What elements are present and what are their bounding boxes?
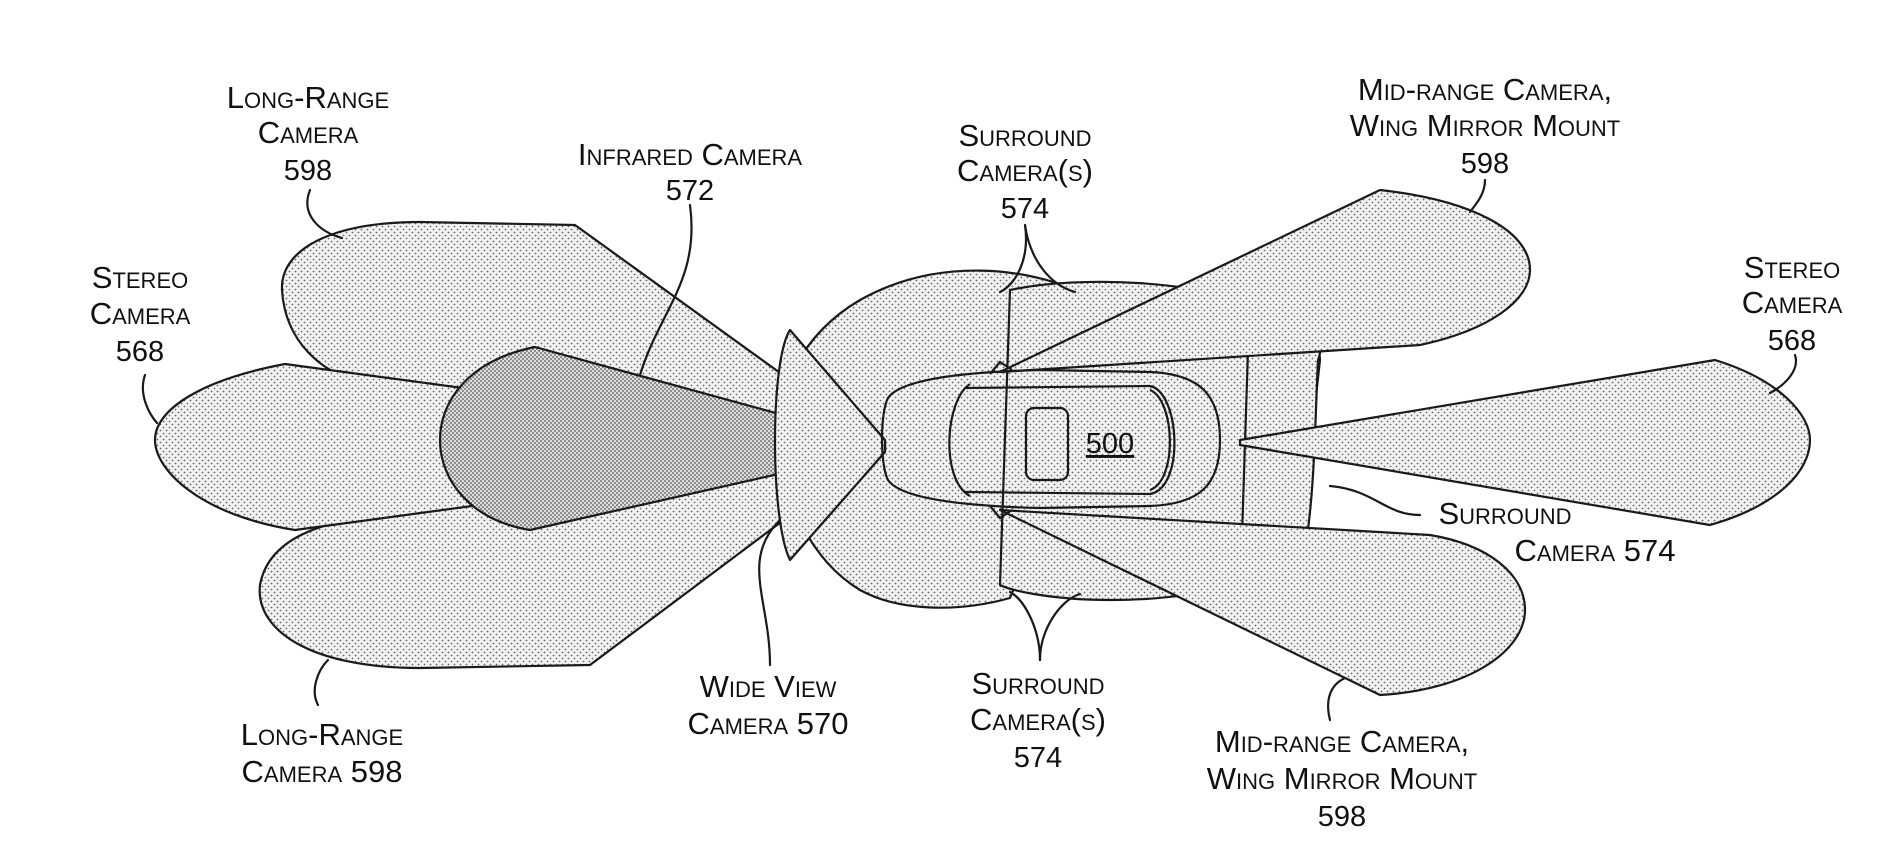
leader-surround-top-b bbox=[1023, 223, 1077, 294]
leader-midrange-bottom bbox=[1327, 676, 1347, 722]
label-number: 572 bbox=[666, 175, 714, 207]
label-line: Camera bbox=[258, 115, 359, 150]
label-number: 598 bbox=[1461, 148, 1509, 180]
vehicle-500: 500 bbox=[880, 360, 1222, 520]
label-line: Wing Mirror Mount bbox=[1207, 761, 1477, 796]
label-number: 568 bbox=[116, 336, 164, 368]
label-number: 598 bbox=[284, 155, 332, 187]
label-line: Wing Mirror Mount bbox=[1350, 108, 1620, 143]
leader-stereo-right bbox=[1768, 353, 1798, 395]
stereo-zone-right bbox=[1238, 358, 1812, 527]
label-wide-view: Wide View Camera 570 bbox=[688, 669, 849, 741]
leader-surround-right bbox=[1328, 484, 1422, 517]
label-number: 574 bbox=[1001, 193, 1049, 225]
label-long-range-bottom: Long-Range Camera 598 bbox=[241, 717, 403, 789]
label-stereo-left: Stereo Camera 568 bbox=[90, 260, 191, 368]
label-line: Camera bbox=[1742, 285, 1843, 320]
label-line: Stereo bbox=[92, 260, 188, 295]
leader-midrange-top bbox=[1468, 178, 1487, 214]
leader-infrared bbox=[638, 203, 693, 377]
leader-wide-view bbox=[758, 518, 782, 667]
label-number: 574 bbox=[1014, 742, 1062, 774]
label-line: Stereo bbox=[1744, 250, 1840, 285]
vehicle-sunroof bbox=[1024, 406, 1070, 482]
leader-lines bbox=[141, 178, 1798, 722]
label-line: Camera 598 bbox=[242, 754, 403, 789]
label-line: Long-Range bbox=[241, 717, 403, 752]
vehicle-mirror-top bbox=[989, 360, 1013, 375]
vehicle-rear-window bbox=[1149, 388, 1171, 492]
labels: Long-Range Camera 598 Infrared Camera 57… bbox=[90, 72, 1843, 833]
leader-stereo-left bbox=[141, 373, 159, 425]
infrared-zone bbox=[438, 345, 887, 532]
label-line: Surround bbox=[971, 666, 1104, 701]
label-line: Surround bbox=[1438, 496, 1571, 531]
mid-range-zone-bottom bbox=[998, 508, 1527, 697]
label-number: 598 bbox=[1318, 801, 1366, 833]
label-midrange-bottom: Mid-range Camera, Wing Mirror Mount 598 bbox=[1207, 724, 1477, 833]
label-line: Camera(s) bbox=[957, 153, 1093, 188]
label-surround-top: Surround Camera(s) 574 bbox=[957, 118, 1093, 225]
label-line: Wide View bbox=[700, 669, 837, 704]
vehicle-reference-number: 500 bbox=[1086, 428, 1134, 460]
coverage-zones bbox=[153, 188, 1812, 697]
label-long-range-top: Long-Range Camera 598 bbox=[227, 80, 389, 187]
wide-view-zone bbox=[773, 328, 887, 562]
label-midrange-top: Mid-range Camera, Wing Mirror Mount 598 bbox=[1350, 72, 1620, 180]
label-line: Camera bbox=[90, 296, 191, 331]
label-line: Long-Range bbox=[227, 80, 389, 115]
label-surround-right: Surround Camera 574 bbox=[1438, 496, 1675, 568]
vehicle-mirror-bottom bbox=[989, 505, 1013, 520]
label-surround-bottom: Surround Camera(s) 574 bbox=[970, 666, 1106, 774]
leader-long-range-top bbox=[306, 188, 344, 240]
label-line: Mid-range Camera, bbox=[1215, 724, 1469, 759]
vehicle-body bbox=[880, 368, 1222, 510]
mid-range-zone-top bbox=[998, 188, 1532, 374]
label-line: Surround bbox=[958, 118, 1091, 153]
label-line: Camera 570 bbox=[688, 706, 849, 741]
label-line: Infrared Camera bbox=[578, 137, 803, 172]
leader-surround-bottom-b bbox=[1038, 592, 1082, 662]
label-line: Camera 574 bbox=[1515, 533, 1676, 568]
leader-surround-bottom-a bbox=[1008, 590, 1042, 662]
vehicle-windshield bbox=[948, 383, 971, 497]
label-infrared: Infrared Camera 572 bbox=[578, 137, 803, 207]
label-line: Mid-range Camera, bbox=[1358, 72, 1612, 107]
label-number: 568 bbox=[1768, 325, 1816, 357]
label-line: Camera(s) bbox=[970, 702, 1106, 737]
leader-long-range-bottom bbox=[313, 658, 330, 707]
label-stereo-right: Stereo Camera 568 bbox=[1742, 250, 1843, 357]
vehicle-cabin bbox=[964, 384, 1176, 496]
